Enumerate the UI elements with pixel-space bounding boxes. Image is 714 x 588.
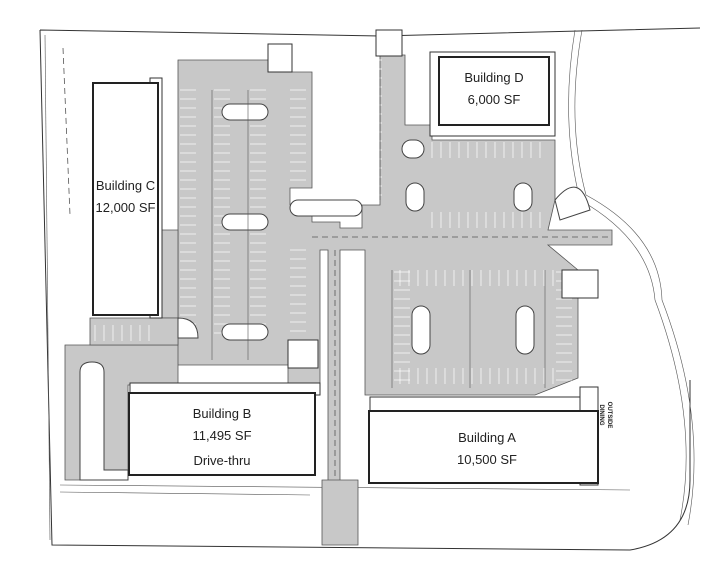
building-c-name: Building C: [96, 178, 155, 193]
landscape-islands: [79, 103, 591, 481]
building-a-name: Building A: [458, 430, 516, 445]
outside-dining-line-1: OUTSIDE: [606, 402, 612, 429]
island: [221, 323, 269, 341]
island: [79, 361, 129, 481]
island: [411, 305, 431, 355]
building-d-area: 6,000 SF: [468, 92, 521, 107]
island: [405, 182, 425, 212]
building-b: Building B 11,495 SF Drive-thru: [128, 392, 316, 476]
island: [221, 213, 269, 231]
building-b-note: Drive-thru: [193, 453, 250, 468]
island: [554, 186, 591, 221]
parking-pavement: [64, 54, 613, 546]
island: [513, 182, 533, 212]
outside-dining-label: OUTSIDE DINING: [598, 402, 612, 429]
building-c-area: 12,000 SF: [96, 200, 156, 215]
outside-dining-line-2: DINING: [598, 405, 604, 426]
building-c: Building C 12,000 SF: [92, 82, 159, 316]
island: [515, 305, 535, 355]
building-a: Building A 10,500 SF: [368, 410, 599, 484]
island: [401, 139, 425, 159]
property-boundary: [39, 27, 701, 551]
island: [177, 317, 199, 339]
island: [221, 103, 269, 121]
building-a-area: 10,500 SF: [457, 452, 517, 467]
building-b-name: Building B: [193, 406, 252, 421]
drive-aisles: [211, 70, 612, 480]
building-d-name: Building D: [464, 70, 523, 85]
island: [289, 199, 363, 217]
building-d: Building D 6,000 SF: [438, 56, 550, 126]
building-b-area: 11,495 SF: [192, 428, 251, 443]
